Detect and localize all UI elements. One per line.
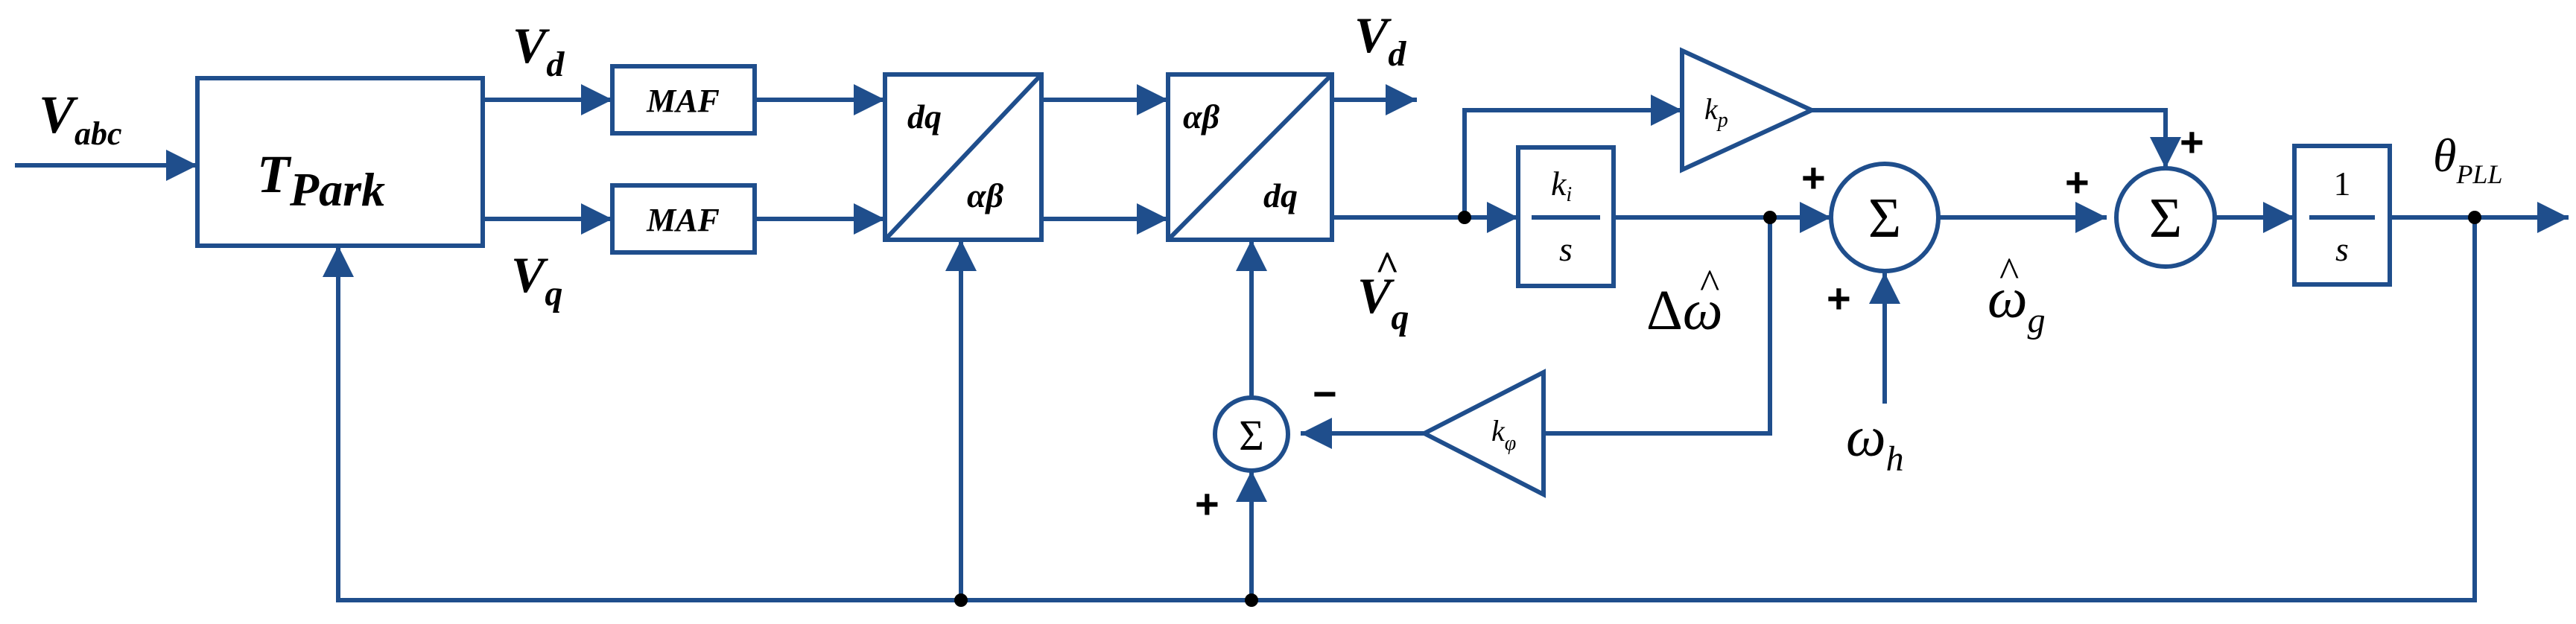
label-vq-hat: Vq: [1357, 267, 1409, 337]
wires: [15, 84, 2569, 602]
abdq-bottom-label: dq: [1263, 176, 1298, 214]
park-main: T: [257, 144, 292, 204]
label-omega-h: ωh: [1846, 406, 1904, 479]
sign-sum3-right: −: [1313, 370, 1337, 417]
int-num: 1: [2334, 165, 2351, 203]
dqab-top-label: dq: [907, 98, 942, 136]
label-omega-g-caret: ^: [1999, 249, 2019, 296]
label-vq-hat-caret: ^: [1375, 243, 1400, 290]
kp-sub: p: [1716, 109, 1728, 132]
park-sub: Park: [289, 163, 385, 216]
sign-sum1-left: +: [1801, 154, 1826, 201]
label-omega-g: ωg: [1987, 267, 2046, 340]
wire-to-kp: [1462, 95, 1682, 217]
wire-feedback: [323, 217, 2477, 602]
maf-bottom-label: MAF: [646, 202, 720, 238]
svg-text:kp: kp: [1704, 92, 1728, 132]
kp-main: k: [1704, 92, 1719, 126]
label-vd-park: Vd: [513, 17, 565, 84]
alphabeta-to-dq-block: αβ dq: [1166, 72, 1334, 242]
ki-num-sub: i: [1566, 183, 1572, 206]
label-theta-pll: θPLL: [2433, 129, 2502, 189]
sum3-symbol: Σ: [1239, 411, 1264, 459]
sum-junction-1: Σ: [1829, 162, 1941, 273]
sign-sum1-bottom: +: [1827, 275, 1851, 322]
ki-den: s: [1559, 230, 1573, 268]
label-vabc: Vabc: [39, 85, 122, 152]
label-vd-out: Vd: [1354, 7, 1406, 74]
junction-theta: [2468, 211, 2481, 224]
wire-to-kphi: [1544, 217, 1772, 436]
kp-gain-block: kp: [1680, 47, 1818, 173]
maf-top-label: MAF: [646, 83, 720, 119]
label-delta-omega: Δω: [1646, 279, 1723, 342]
dqab-bottom-label: αβ: [967, 176, 1003, 214]
junction-fb-dqab: [954, 593, 968, 607]
junction-delta-omega: [1763, 211, 1777, 224]
maf-block-bottom: MAF: [610, 183, 757, 255]
wire-kp-out: [1812, 108, 2181, 168]
sum1-symbol: Σ: [1868, 187, 1901, 249]
junctions: [954, 211, 2481, 607]
kphi-gain-block: kφ: [1419, 369, 1546, 498]
maf-block-top: MAF: [610, 64, 757, 136]
abdq-top-label: αβ: [1183, 98, 1219, 136]
svg-text:kφ: kφ: [1491, 414, 1516, 455]
svg-text:TPark: TPark: [257, 144, 385, 216]
integrator-block: 1 s: [2292, 144, 2392, 287]
label-delta-omega-caret: ^: [1700, 261, 1719, 308]
svg-text:ki: ki: [1551, 165, 1572, 206]
ki-num-main: k: [1551, 165, 1567, 203]
label-vq-park: Vq: [511, 246, 562, 313]
sum-signs: + + + + − +: [1195, 118, 2204, 527]
sum-junction-3: Σ: [1213, 395, 1290, 473]
dq-to-alphabeta-block: dq αβ: [883, 72, 1044, 242]
sign-sum3-bottom: +: [1195, 480, 1219, 527]
sign-sum2-left: +: [2065, 159, 2090, 206]
sum2-symbol: Σ: [2149, 187, 2182, 249]
sign-sum2-top: +: [2180, 118, 2204, 165]
kphi-main: k: [1491, 414, 1506, 448]
ki-over-s-block: ki s: [1516, 145, 1616, 288]
sum-junction-2: Σ: [2114, 166, 2217, 269]
junction-vq: [1458, 211, 1471, 224]
int-den: s: [2335, 230, 2349, 268]
signal-labels: Vabc Vd Vq Vd ^ Vq Δω ^ ^ ωg ωh: [39, 7, 2502, 479]
park-transform-block: TPark: [195, 76, 485, 248]
kphi-sub: φ: [1505, 432, 1517, 455]
junction-fb-sum3: [1245, 593, 1258, 607]
